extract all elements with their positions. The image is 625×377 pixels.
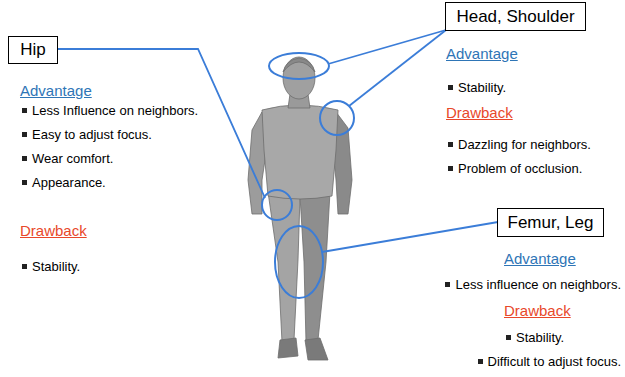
- drawback-heading: Drawback: [446, 104, 513, 121]
- advantage-heading: Advantage: [20, 82, 92, 99]
- bullet-item: Dazzling for neighbors.: [448, 137, 591, 152]
- part-label: Femur, Leg: [508, 213, 594, 233]
- human-figure: [248, 57, 352, 360]
- bullet-item: Stability.: [506, 330, 564, 345]
- bullet-item: Wear comfort.: [22, 151, 113, 166]
- part-label-box: Head, Shoulder: [445, 2, 586, 31]
- bullet-item: Stability.: [448, 80, 506, 95]
- head-leader: [328, 30, 446, 64]
- bullet-item: Difficult to adjust focus.: [478, 354, 621, 369]
- advantage-heading: Advantage: [504, 250, 576, 267]
- drawback-heading: Drawback: [20, 222, 87, 239]
- shoulder-leader: [349, 30, 446, 106]
- shoulder-circle: [320, 101, 354, 135]
- leg-leader: [322, 222, 498, 252]
- advantage-heading: Advantage: [446, 45, 518, 62]
- bullet-item: Stability.: [22, 259, 80, 274]
- head-circle: [269, 53, 329, 79]
- focus-circles: [262, 53, 354, 298]
- bullet-item: Less influence on neighbors.: [445, 277, 621, 292]
- drawback-heading: Drawback: [504, 302, 571, 319]
- bullet-item: Appearance.: [22, 175, 106, 190]
- bullet-item: Problem of occlusion.: [448, 161, 582, 176]
- part-label-box: Hip: [8, 36, 58, 64]
- part-label: Hip: [20, 40, 46, 60]
- bullet-item: Less Influence on neighbors.: [22, 103, 198, 118]
- hip-circle: [262, 190, 292, 220]
- leg-circle: [275, 226, 323, 298]
- part-label-box: Femur, Leg: [497, 208, 604, 237]
- part-label: Head, Shoulder: [456, 7, 574, 27]
- bullet-item: Easy to adjust focus.: [22, 127, 152, 142]
